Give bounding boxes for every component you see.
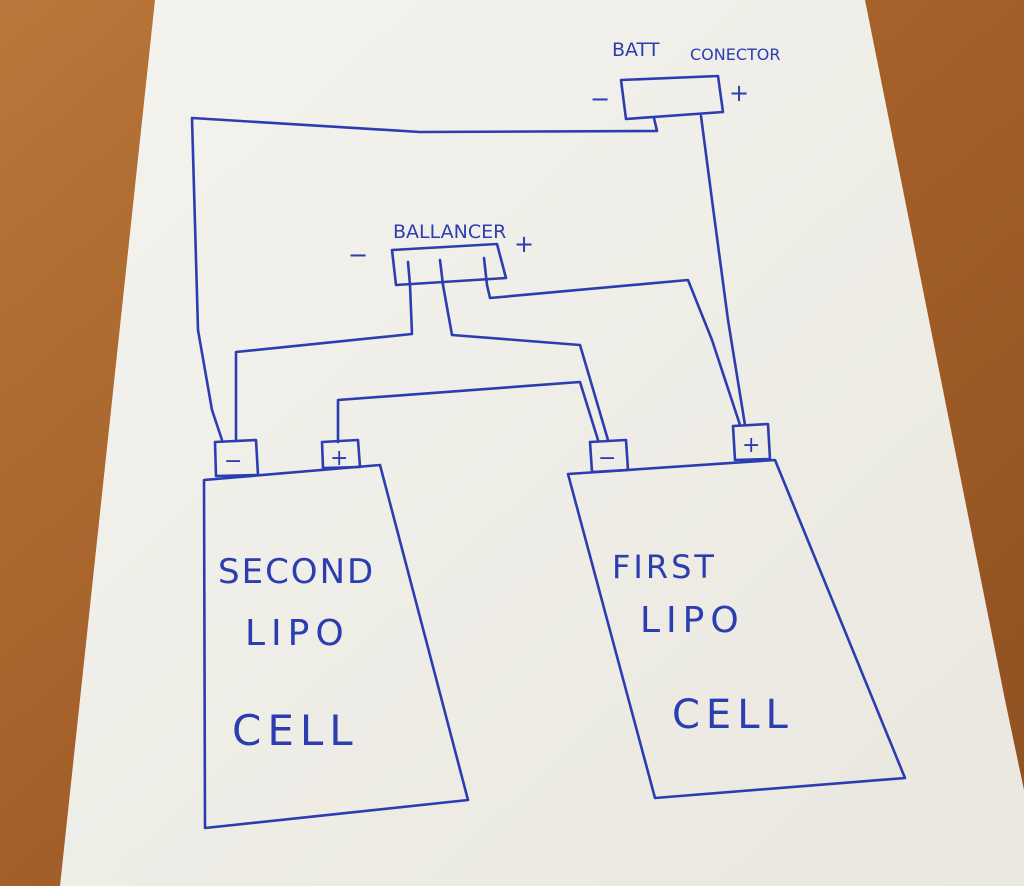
batt-plus-label: + (729, 79, 749, 107)
wires (190, 114, 747, 444)
conector-label: CONECTOR (690, 45, 781, 64)
second-cell-plus-label: + (330, 446, 348, 471)
first-cell-line3: CELL (672, 692, 794, 738)
second-cell-line2: LIPO (245, 613, 350, 654)
second-cell-line3: CELL (232, 706, 359, 755)
balancer-positive-wire (485, 278, 742, 427)
first-cell-line1: FIRST (612, 548, 717, 586)
balancer-negative-wire (234, 283, 414, 442)
first-cell-plus-label: + (742, 433, 760, 458)
balancer-connector: BALLANCER − + (348, 221, 534, 287)
balancer-plus-label: + (514, 230, 534, 258)
batt-label: BATT (612, 39, 660, 61)
main-positive-wire (699, 114, 747, 427)
batt-minus-label: − (590, 85, 610, 113)
first-cell-plus-terminal (731, 422, 772, 462)
balancer-middle-wire (441, 283, 610, 442)
series-link-wire (336, 380, 600, 444)
batt-connector-box (619, 74, 725, 121)
first-cell-body (566, 458, 907, 800)
balancer-minus-label: − (348, 241, 368, 269)
balancer-label: BALLANCER (393, 221, 506, 243)
second-cell-body (202, 463, 470, 830)
balancer-pins (406, 256, 489, 287)
batt-connector: BATT CONECTOR − + (590, 39, 781, 121)
second-lipo-cell: − + SECOND LIPO CELL (202, 438, 470, 830)
main-negative-wire (190, 116, 659, 442)
first-cell-line2: LIPO (640, 600, 745, 641)
first-cell-minus-label: − (598, 446, 616, 471)
first-lipo-cell: − + FIRST LIPO CELL (566, 422, 907, 800)
second-cell-line1: SECOND (218, 552, 375, 592)
paper-sheet (60, 0, 1024, 886)
second-cell-minus-label: − (224, 449, 242, 474)
balancer-box (390, 242, 508, 287)
